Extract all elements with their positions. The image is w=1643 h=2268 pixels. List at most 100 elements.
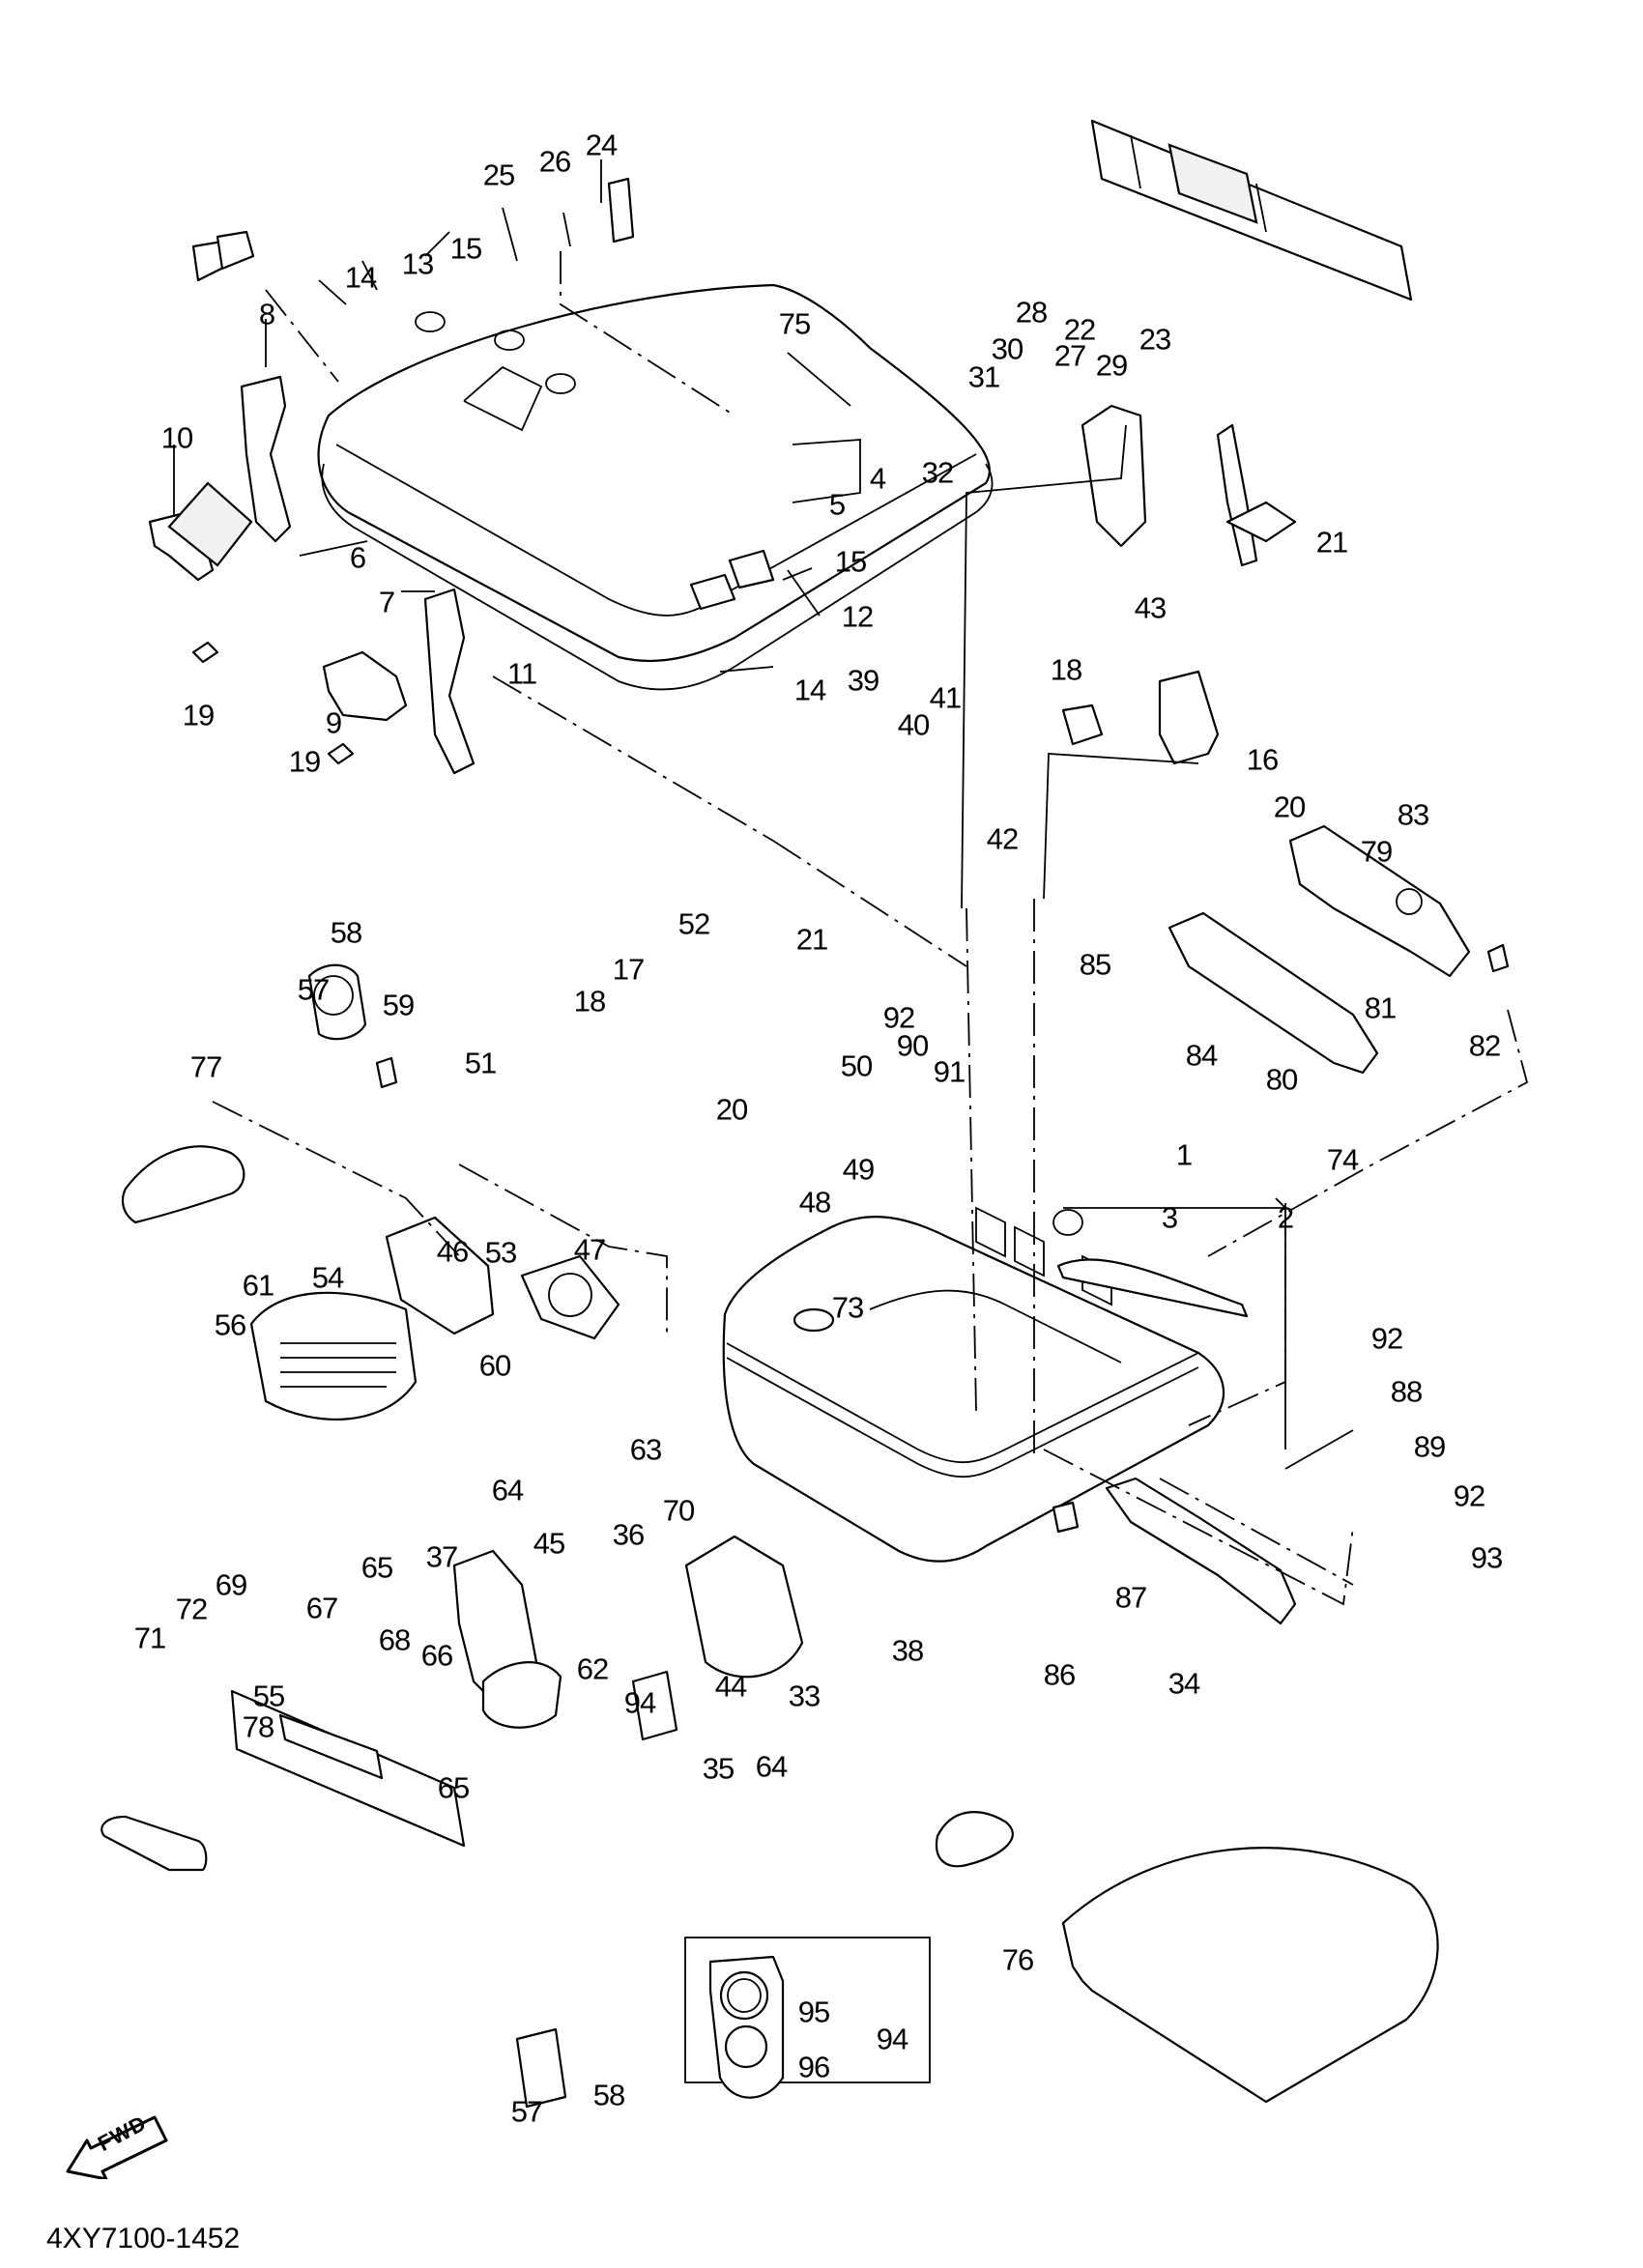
callout-86: 86 [1043,1657,1076,1692]
callout-46: 46 [436,1234,469,1269]
callout-50: 50 [840,1048,873,1083]
callout-76: 76 [1001,1942,1034,1977]
callout-25: 25 [482,158,515,192]
callout-8: 8 [258,297,275,331]
callout-56: 56 [214,1307,246,1342]
callout-15: 15 [834,544,867,579]
callout-55: 55 [252,1679,285,1713]
callout-94: 94 [876,2022,908,2056]
callout-84: 84 [1185,1038,1218,1073]
callout-71: 71 [133,1621,166,1655]
callout-64: 64 [491,1473,524,1507]
fwd-arrow-icon [66,2115,168,2179]
callout-58: 58 [592,2078,625,2112]
callout-92: 92 [1370,1321,1403,1356]
callout-27: 27 [1053,338,1086,373]
callout-77: 77 [189,1049,222,1084]
callout-92: 92 [1453,1479,1485,1513]
callout-14: 14 [344,260,377,295]
callout-57: 57 [297,972,330,1007]
callout-73: 73 [831,1290,864,1325]
callout-49: 49 [842,1152,875,1187]
callout-13: 13 [401,246,434,281]
callout-90: 90 [896,1028,929,1063]
callout-59: 59 [382,988,415,1022]
callout-74: 74 [1326,1142,1359,1177]
callout-18: 18 [573,984,606,1019]
callout-39: 39 [847,663,879,698]
callout-66: 66 [420,1638,453,1673]
rear-reflector-panel [1090,119,1413,301]
callout-36: 36 [612,1517,645,1552]
callout-18: 18 [1050,652,1082,687]
callout-61: 61 [242,1268,274,1303]
callout-54: 54 [311,1260,344,1295]
callout-leaders [173,159,861,673]
callout-30: 30 [991,331,1023,366]
callout-65: 65 [437,1770,470,1805]
callout-12: 12 [841,599,874,634]
case-body [722,1206,1249,1563]
bottom-parts [101,1477,1439,2109]
callout-43: 43 [1134,590,1167,625]
callout-75: 75 [778,306,811,341]
callout-41: 41 [929,680,962,715]
callout-20: 20 [1273,789,1306,824]
callout-78: 78 [242,1709,274,1744]
callout-51: 51 [464,1046,497,1080]
callout-89: 89 [1413,1429,1446,1464]
callout-34: 34 [1167,1666,1200,1701]
callout-44: 44 [714,1669,747,1704]
callout-80: 80 [1265,1062,1298,1097]
callout-4: 4 [869,461,886,496]
callout-10: 10 [160,420,193,455]
callout-5: 5 [828,487,846,522]
callout-88: 88 [1390,1374,1423,1409]
callout-94: 94 [623,1685,656,1720]
callout-22: 22 [1063,312,1096,347]
inset-detail-box [684,1937,931,2099]
callout-91: 91 [933,1054,966,1089]
callout-68: 68 [378,1622,411,1657]
callout-16: 16 [1246,742,1279,777]
callout-31: 31 [967,359,1000,394]
callout-48: 48 [798,1185,831,1220]
callout-19: 19 [288,744,321,779]
callout-82: 82 [1468,1028,1501,1063]
callout-33: 33 [788,1679,821,1713]
callout-47: 47 [573,1232,606,1267]
callout-60: 60 [478,1348,511,1383]
callout-95: 95 [797,1995,830,2029]
callout-37: 37 [425,1539,458,1574]
callout-52: 52 [677,906,710,941]
latch-mechanism [961,404,1297,909]
lock-handle-assembly [1167,824,1510,1075]
lid-hinges [148,375,476,775]
callout-24: 24 [585,128,618,162]
callout-85: 85 [1079,947,1111,982]
lid-latch-plates [191,177,775,611]
callout-45: 45 [533,1526,565,1561]
callout-42: 42 [986,821,1019,856]
callout-58: 58 [330,915,362,950]
callout-96: 96 [797,2050,830,2084]
diagram-code: 4XY7100-1452 [46,2223,241,2254]
callout-79: 79 [1360,834,1393,869]
callout-26: 26 [538,144,571,179]
callout-53: 53 [484,1235,517,1270]
lid-assembly [317,251,994,691]
callout-19: 19 [182,698,215,732]
callout-2: 2 [1277,1200,1294,1235]
callout-65: 65 [360,1550,393,1585]
callout-29: 29 [1095,348,1128,383]
callout-92: 92 [882,1000,915,1035]
callout-11: 11 [506,656,537,691]
callout-21: 21 [1315,525,1348,560]
callout-64: 64 [755,1749,788,1784]
callout-62: 62 [576,1651,609,1686]
callout-17: 17 [612,952,645,987]
callout-14: 14 [793,673,826,707]
callout-57: 57 [510,2094,543,2129]
callout-40: 40 [897,707,930,742]
